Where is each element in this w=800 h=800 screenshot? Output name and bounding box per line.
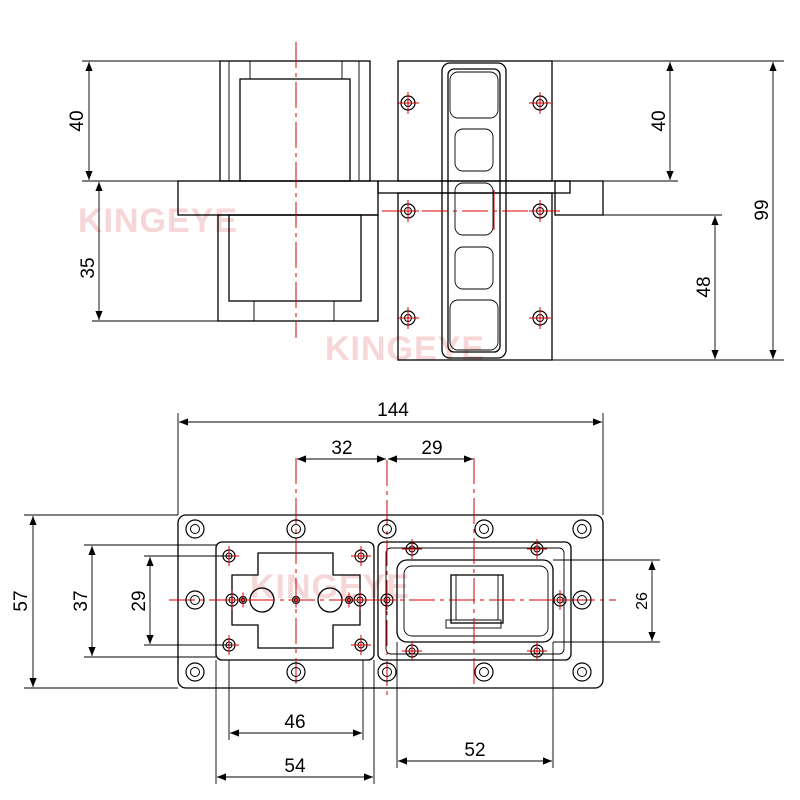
dimension-labels: 40 35 40 48 99 144 32 29 57 37 29 26 46 … <box>11 110 773 777</box>
screw-hole-icon <box>235 592 251 608</box>
screw-hole-icon <box>377 662 397 682</box>
screw-hole-icon <box>185 519 205 539</box>
dim-label-top-right-lower: 48 <box>694 276 715 297</box>
dim-label-right-inner: 26 <box>634 592 651 610</box>
dim-label-right-bottom: 52 <box>464 740 485 761</box>
screw-hole-icon <box>527 539 547 559</box>
screw-hole-icon <box>397 307 419 329</box>
dim-label-total-height: 99 <box>752 199 773 220</box>
screw-hole-icon <box>474 662 494 682</box>
screw-hole-icon <box>288 592 304 608</box>
bottom-screws <box>185 519 592 682</box>
screw-hole-icon <box>529 307 551 329</box>
dim-label-left-outer: 37 <box>71 590 92 611</box>
screw-hole-icon <box>572 590 592 610</box>
screw-hole-icon <box>402 539 422 559</box>
screw-hole-icon <box>550 590 570 610</box>
screw-hole-icon <box>351 546 371 566</box>
screw-hole-icon <box>286 662 306 682</box>
screw-hole-icon <box>377 590 397 610</box>
top-left-side-view <box>177 42 379 338</box>
watermark-text: KINGEYE <box>78 202 238 240</box>
screw-hole-icon <box>377 519 397 539</box>
screw-hole-icon <box>397 92 419 114</box>
screw-hole-icon <box>185 590 205 610</box>
screw-hole-icon <box>351 635 371 655</box>
top-right-screws <box>397 92 551 329</box>
screw-hole-icon <box>185 662 205 682</box>
watermark-text: KINGEYE <box>325 330 485 368</box>
dim-label-left-bottom-outer: 54 <box>284 756 306 777</box>
screw-hole-icon <box>572 662 592 682</box>
top-right-side-view <box>377 60 604 361</box>
dimension-lines <box>24 60 784 784</box>
dim-label-left-bottom-inner: 46 <box>284 712 305 733</box>
dim-label-left-inner: 29 <box>129 590 150 611</box>
dim-label-top-left-lower: 35 <box>78 257 99 278</box>
dim-label-overall-width: 144 <box>377 400 409 421</box>
screw-hole-icon <box>341 592 357 608</box>
screw-hole-icon <box>529 92 551 114</box>
screw-hole-icon <box>527 641 547 661</box>
screw-hole-icon <box>529 200 551 222</box>
screw-hole-icon <box>397 200 419 222</box>
dim-label-top-left-upper: 40 <box>67 110 88 131</box>
screw-hole-icon <box>474 519 494 539</box>
dim-label-flange-height: 57 <box>11 590 32 611</box>
dim-label-top-right-upper: 40 <box>649 110 670 131</box>
screw-hole-icon <box>402 641 422 661</box>
screw-hole-icon <box>572 519 592 539</box>
dim-label-left-offset: 32 <box>331 438 352 459</box>
screw-hole-icon <box>286 519 306 539</box>
dim-label-right-offset: 29 <box>421 438 442 459</box>
